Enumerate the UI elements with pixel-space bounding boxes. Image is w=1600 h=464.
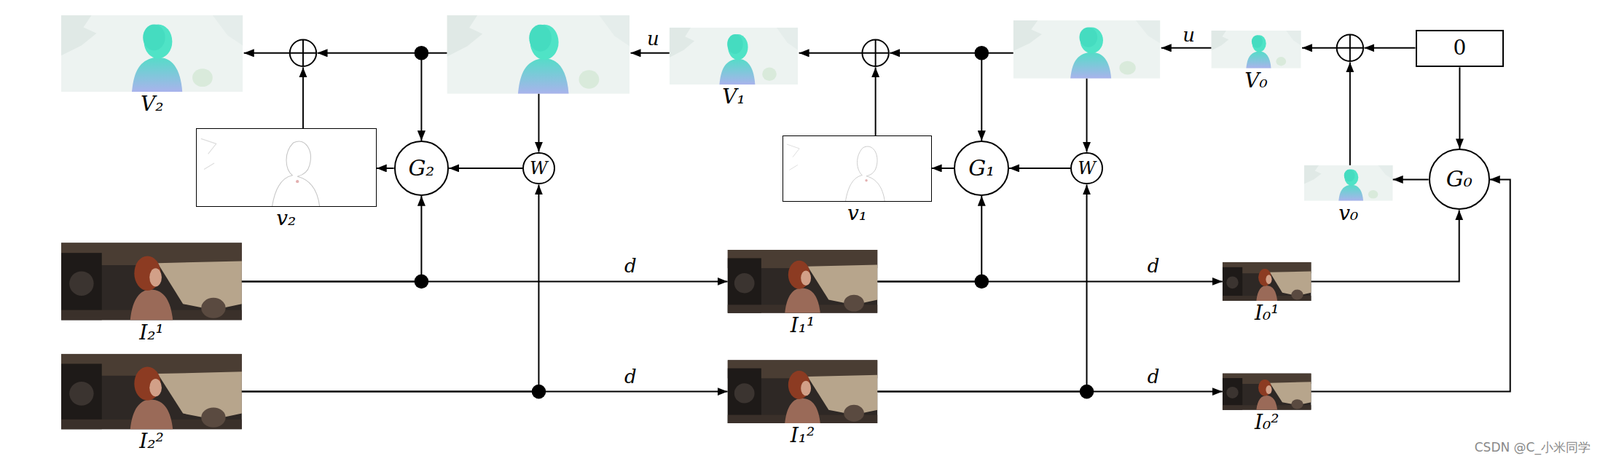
image-panel: I₂² bbox=[61, 354, 242, 430]
connector-arrow bbox=[1458, 67, 1461, 149]
connector-arrow bbox=[448, 167, 523, 170]
connector-arrow bbox=[241, 391, 728, 393]
connector-arrow bbox=[877, 184, 1087, 392]
connector-arrow bbox=[877, 391, 1222, 393]
connector-arrow bbox=[877, 280, 1222, 282]
connector-arrow bbox=[1009, 167, 1071, 170]
node-label: W bbox=[1077, 159, 1096, 178]
operator-label: u bbox=[644, 29, 662, 49]
node-label: W bbox=[529, 159, 548, 178]
flow-image bbox=[1013, 20, 1161, 79]
frame-image bbox=[727, 249, 878, 314]
image-panel: I₀² bbox=[1222, 373, 1312, 410]
junction-dot bbox=[414, 45, 1095, 399]
panel-label: I₂¹ bbox=[139, 322, 164, 345]
connector-arrow bbox=[1311, 209, 1460, 282]
edge-label: d bbox=[1145, 367, 1163, 387]
image-panel: v₀ bbox=[1304, 165, 1394, 202]
image-panel: V₂ bbox=[61, 15, 243, 92]
panel-label: V₁ bbox=[722, 85, 745, 109]
frame-image bbox=[1222, 373, 1312, 410]
connector-arrow bbox=[1393, 178, 1429, 180]
network-circle: W bbox=[1070, 152, 1104, 186]
flow-image bbox=[61, 15, 243, 92]
frame-image bbox=[727, 359, 878, 424]
node-label: G₀ bbox=[1446, 168, 1473, 191]
panel-label: V₀ bbox=[1244, 69, 1268, 93]
panel-label: V₂ bbox=[140, 93, 164, 116]
frame-image bbox=[61, 354, 242, 430]
connector-arrow bbox=[1311, 179, 1511, 392]
network-circle: G₀ bbox=[1428, 148, 1490, 210]
flow-image bbox=[669, 27, 798, 85]
flow-image bbox=[446, 15, 630, 94]
connector-arrow bbox=[241, 195, 422, 282]
network-circle: W bbox=[522, 152, 556, 186]
residual-image bbox=[195, 128, 377, 207]
watermark: CSDN @C_小米同学 bbox=[1472, 441, 1593, 454]
sum-symbol bbox=[289, 34, 1364, 67]
connector-arrow bbox=[376, 167, 395, 170]
panel-label: v₁ bbox=[847, 202, 868, 226]
panel-label: I₀² bbox=[1254, 411, 1280, 435]
connector-arrow bbox=[241, 184, 540, 392]
edge-label: d bbox=[622, 256, 639, 276]
node-label: G₁ bbox=[968, 157, 995, 180]
node-label: 0 bbox=[1453, 37, 1467, 59]
edge-label: d bbox=[622, 367, 639, 387]
image-panel: I₂¹ bbox=[61, 242, 242, 320]
panel-label: I₂² bbox=[139, 430, 164, 454]
connector-arrow bbox=[877, 195, 982, 282]
residual-image bbox=[782, 135, 932, 202]
flow-image bbox=[1304, 165, 1394, 202]
panel-label: v₀ bbox=[1338, 202, 1359, 226]
panel-label: I₀¹ bbox=[1254, 302, 1280, 325]
frame-image bbox=[1222, 262, 1312, 301]
value-box: 0 bbox=[1415, 29, 1505, 68]
image-panel: I₀¹ bbox=[1222, 262, 1312, 301]
connector-arrow bbox=[241, 280, 728, 282]
image-panel: I₁¹ bbox=[727, 249, 878, 314]
edge-label: d bbox=[1145, 256, 1163, 276]
residual-panel: v₂ bbox=[195, 128, 377, 207]
network-circle: G₁ bbox=[953, 140, 1010, 196]
network-circle: G₂ bbox=[394, 140, 450, 196]
residual-panel: v₁ bbox=[782, 135, 932, 202]
image-panel: I₁² bbox=[727, 359, 878, 424]
panel-label: I₁² bbox=[790, 424, 816, 448]
frame-image bbox=[61, 242, 242, 320]
panel-label: v₂ bbox=[276, 207, 296, 231]
node-label: G₂ bbox=[408, 157, 435, 180]
connector-arrow bbox=[931, 167, 955, 170]
panel-label: I₁¹ bbox=[790, 314, 816, 338]
image-panel: V₁ bbox=[669, 27, 798, 85]
operator-label: u bbox=[1180, 25, 1198, 45]
flow-image bbox=[1210, 30, 1301, 69]
image-panel: V₀ bbox=[1210, 30, 1301, 69]
